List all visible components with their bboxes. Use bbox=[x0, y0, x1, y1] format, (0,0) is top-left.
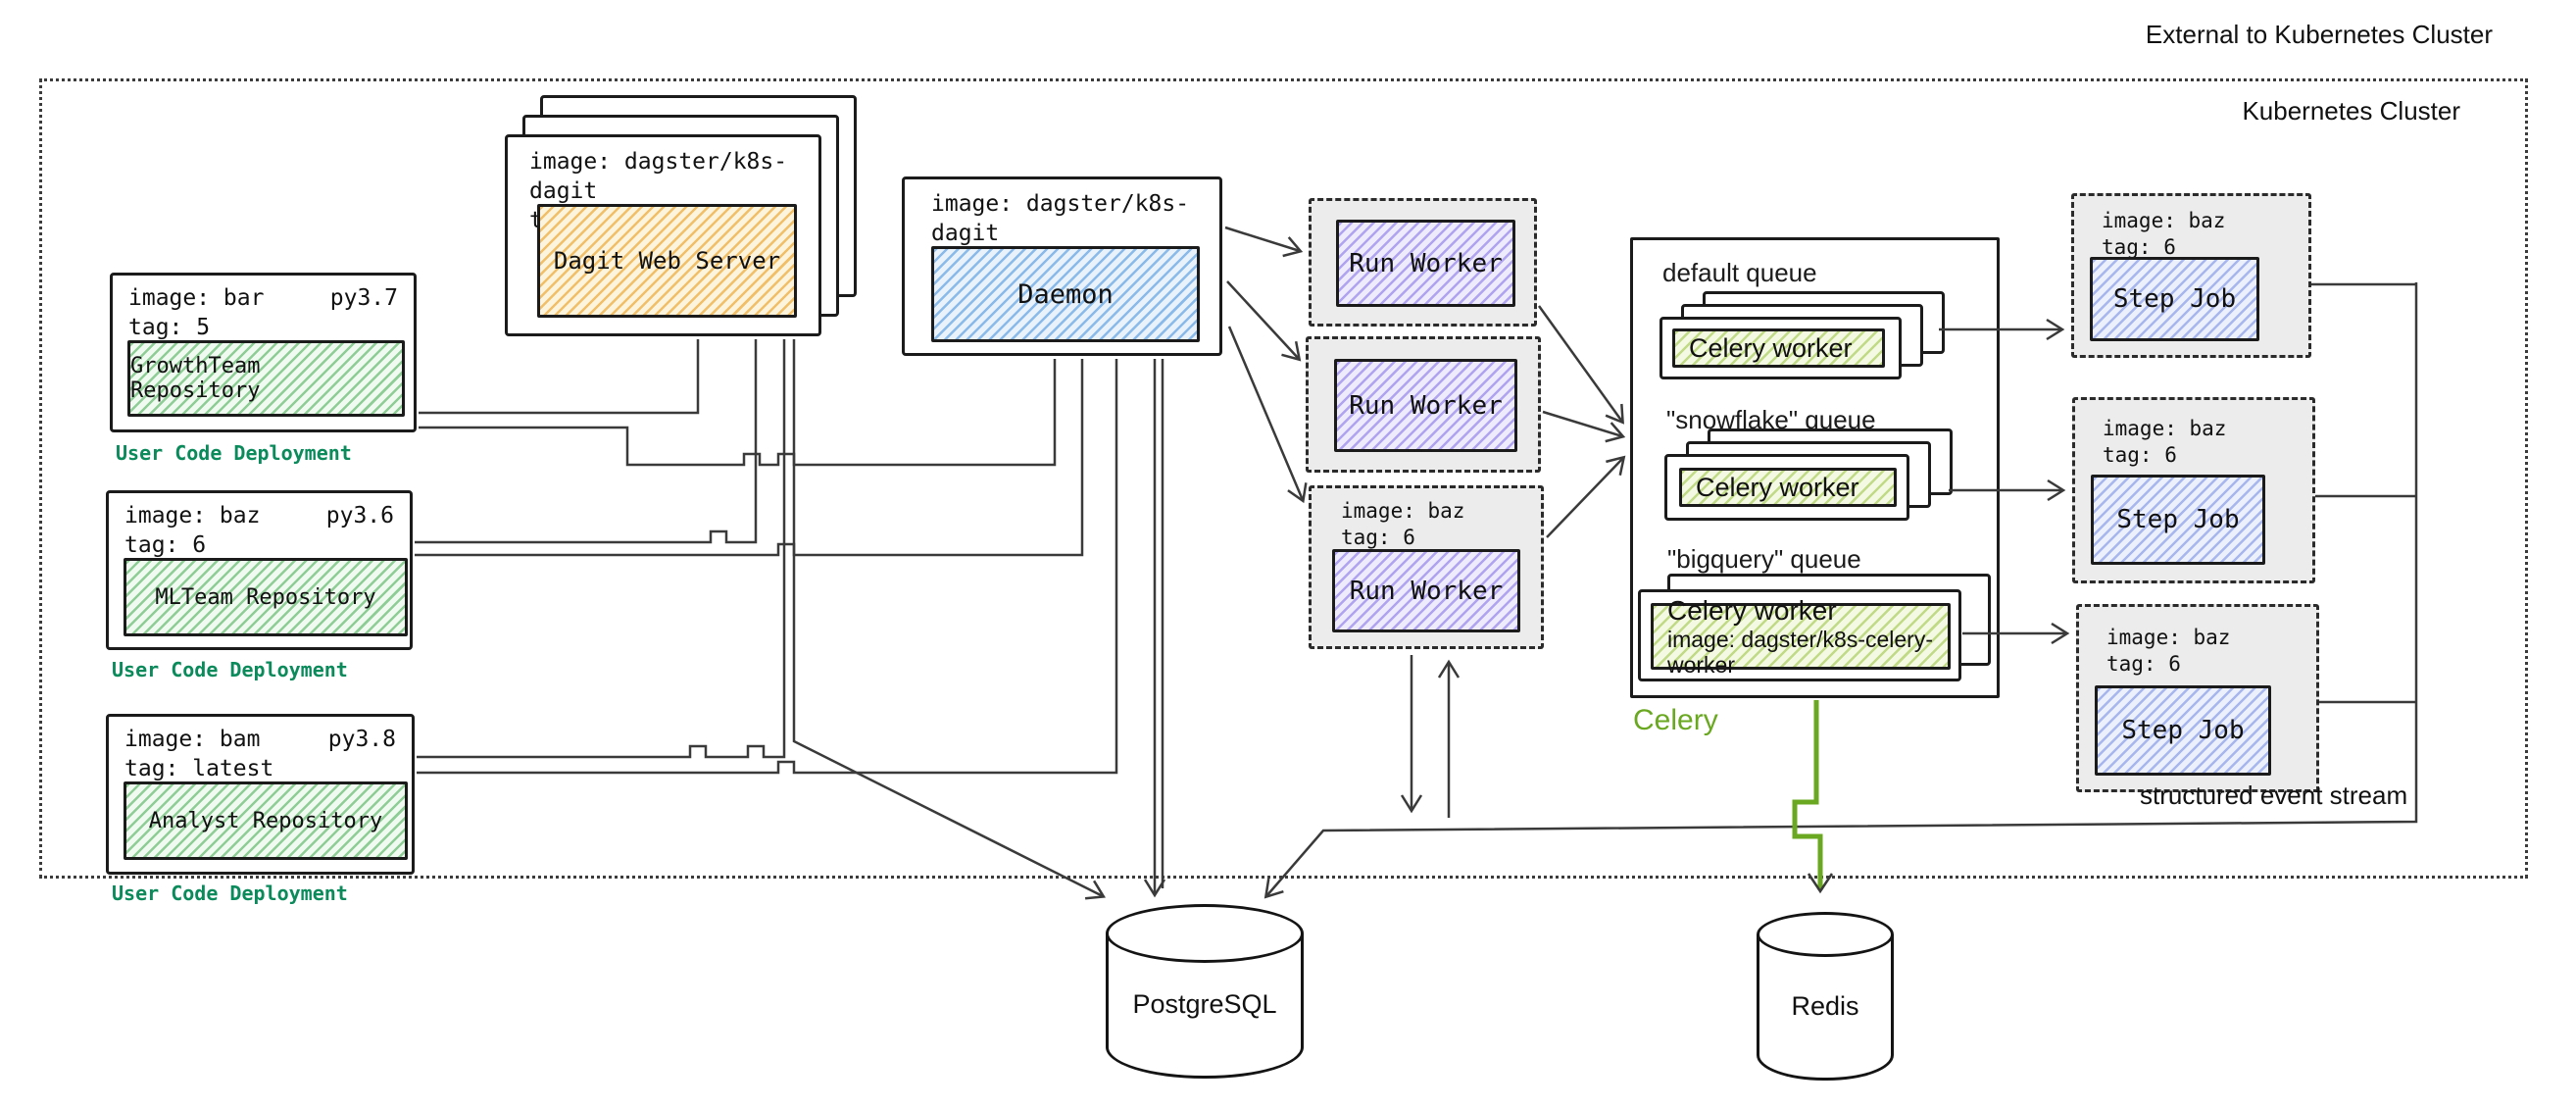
deployment-tag: tag: 6 bbox=[124, 532, 207, 558]
deployment-image: image: bar bbox=[128, 285, 265, 311]
deployment-tag: tag: latest bbox=[124, 756, 274, 781]
run-worker-box: Run Worker bbox=[1332, 549, 1520, 632]
deployment-image: image: bam bbox=[124, 727, 261, 752]
run-worker-pod-3: image: baz tag: 6 Run Worker bbox=[1309, 485, 1544, 649]
step-job-pod-1: image: baz tag: 6 Step Job bbox=[2071, 193, 2311, 358]
celery-worker-box: Celery worker bbox=[1679, 468, 1897, 507]
deployment-image: image: baz bbox=[124, 503, 261, 529]
step-job-image: image: baz bbox=[2106, 626, 2231, 649]
celery-worker-pod-default: Celery worker bbox=[1660, 317, 1902, 379]
default-queue-label: default queue bbox=[1662, 258, 1817, 287]
redis-cylinder: Redis bbox=[1757, 912, 1894, 1081]
celery-worker-pod-bigquery: Celery worker image: dagster/k8s-celery-… bbox=[1638, 589, 1961, 681]
step-job-tag: tag: 6 bbox=[2106, 652, 2181, 676]
dagit-image: image: dagster/k8s-dagit bbox=[529, 149, 788, 204]
user-code-deployment-caption: User Code Deployment bbox=[116, 441, 352, 465]
celery-block: default queue Celery worker "snowflake" … bbox=[1630, 237, 2000, 698]
user-code-deployment-caption: User Code Deployment bbox=[112, 658, 348, 681]
run-worker-box: Run Worker bbox=[1336, 220, 1515, 307]
step-job-box: Step Job bbox=[2091, 475, 2265, 565]
run-worker-tag: tag: 6 bbox=[1341, 526, 1415, 549]
step-job-pod-3: image: baz tag: 6 Step Job bbox=[2076, 604, 2319, 792]
daemon-pod: image: dagster/k8s-dagit tag: 0.11.0 Dae… bbox=[902, 176, 1222, 356]
postgres-label: PostgreSQL bbox=[1132, 989, 1277, 1019]
celery-worker-image: image: dagster/k8s-celery-worker bbox=[1667, 627, 1933, 678]
structured-event-stream-label: structured event stream bbox=[2140, 781, 2408, 810]
celery-worker-box-label: Celery worker bbox=[1667, 595, 1837, 626]
daemon-image: image: dagster/k8s-dagit bbox=[931, 191, 1190, 246]
run-worker-pod-2: Run Worker bbox=[1306, 336, 1541, 473]
user-code-deployment-growthteam: image: bar py3.7 tag: 5 GrowthTeam Repos… bbox=[110, 273, 417, 432]
run-worker-image: image: baz bbox=[1341, 499, 1465, 523]
postgres-cylinder: PostgreSQL bbox=[1106, 904, 1304, 1079]
step-job-image: image: baz bbox=[2102, 209, 2226, 232]
redis-label: Redis bbox=[1791, 990, 1859, 1021]
step-job-box: Step Job bbox=[2090, 257, 2259, 341]
user-code-deployment-mlteam: image: baz py3.6 tag: 6 MLTeam Repositor… bbox=[106, 490, 413, 650]
user-code-deployment-analyst: image: bam py3.8 tag: latest Analyst Rep… bbox=[106, 714, 415, 875]
step-job-image: image: baz bbox=[2103, 417, 2227, 440]
cylinder-top bbox=[1106, 904, 1304, 963]
celery-worker-pod-snowflake: Celery worker bbox=[1664, 454, 1909, 521]
dagit-web-server-pod: image: dagster/k8s-dagit tag: 0.11.0 Dag… bbox=[505, 134, 821, 336]
celery-caption: Celery bbox=[1633, 704, 1718, 736]
deployment-python-version: py3.6 bbox=[325, 503, 394, 529]
step-job-tag: tag: 6 bbox=[2102, 235, 2176, 259]
step-job-box: Step Job bbox=[2095, 685, 2271, 776]
external-cluster-label: External to Kubernetes Cluster bbox=[2145, 20, 2493, 49]
run-worker-box: Run Worker bbox=[1334, 359, 1517, 452]
cylinder-top bbox=[1757, 912, 1894, 957]
run-worker-pod-1: Run Worker bbox=[1309, 198, 1537, 327]
dagit-web-server-box: Dagit Web Server bbox=[537, 204, 797, 318]
step-job-pod-2: image: baz tag: 6 Step Job bbox=[2072, 397, 2315, 583]
user-code-deployment-caption: User Code Deployment bbox=[112, 881, 348, 905]
deployment-python-version: py3.8 bbox=[327, 727, 396, 752]
step-job-tag: tag: 6 bbox=[2103, 443, 2177, 467]
analyst-repository-box: Analyst Repository bbox=[124, 781, 408, 860]
deployment-tag: tag: 5 bbox=[128, 315, 211, 340]
mlteam-repository-box: MLTeam Repository bbox=[124, 558, 408, 636]
deployment-python-version: py3.7 bbox=[329, 285, 398, 311]
daemon-box: Daemon bbox=[931, 246, 1200, 342]
growthteam-repository-box: GrowthTeam Repository bbox=[127, 340, 405, 417]
kubernetes-cluster-label: Kubernetes Cluster bbox=[2242, 96, 2460, 126]
bigquery-queue-label: "bigquery" queue bbox=[1667, 544, 1861, 574]
celery-worker-box: Celery worker bbox=[1672, 328, 1885, 368]
